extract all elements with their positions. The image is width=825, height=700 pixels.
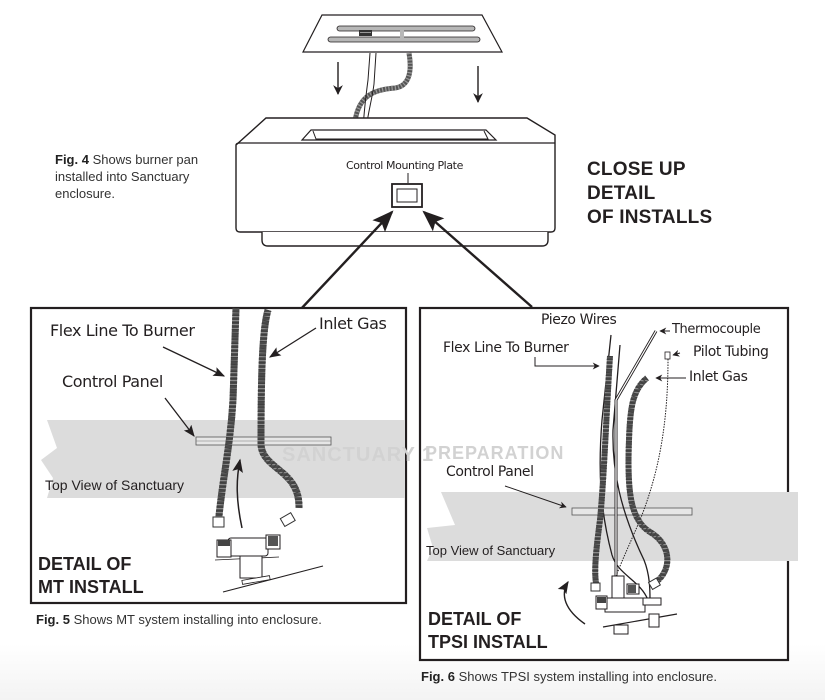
fig5-title-line1: DETAIL OF	[38, 554, 132, 574]
fig6-label-thermocouple: Thermocouple	[672, 322, 761, 337]
fig6-pilot-tubing	[611, 351, 671, 591]
fig5-flex-line-to-burner	[212, 307, 240, 528]
fig6-piezo-wires	[599, 334, 651, 601]
headline-line3: OF INSTALLS	[587, 207, 713, 228]
fig5-label-arrows	[162, 327, 317, 437]
fig6-flex-line-to-burner	[590, 355, 613, 592]
headline-line1: CLOSE UP	[587, 159, 686, 180]
fig6-watermark: PREPARATION	[425, 443, 565, 463]
fig5-caption-number: Fig. 5	[36, 612, 70, 627]
fig6-label-flex-line: Flex Line To Burner	[443, 340, 569, 356]
fig6-inlet-gas-line	[625, 375, 671, 591]
fig4-caption: Fig. 4 Shows burner pan installed into S…	[55, 151, 245, 202]
fig5-label-inlet-gas: Inlet Gas	[319, 314, 387, 333]
fig4-caption-line3: enclosure.	[55, 186, 115, 201]
sanctuary-enclosure	[235, 117, 556, 247]
control-mounting-plate-label: Control Mounting Plate	[346, 159, 463, 172]
fig5-title-line2: MT INSTALL	[38, 577, 144, 597]
fig6-label-arrows	[504, 327, 686, 509]
fig6-top-view-band	[427, 492, 798, 561]
burner-pan-down-arrows	[333, 62, 483, 103]
fig5-label-top-view: Top View of Sanctuary	[45, 477, 185, 493]
fig6-title-line2: TPSI INSTALL	[428, 632, 548, 652]
fig4-caption-number: Fig. 4	[55, 152, 89, 167]
fig6-caption: Fig. 6 Shows TPSI system installing into…	[421, 668, 717, 685]
fig6-rotate-arrow	[557, 580, 586, 625]
fig6-label-top-view: Top View of Sanctuary	[426, 543, 556, 558]
fig6-tpsi-valve	[595, 575, 678, 635]
fig4-caption-line1: Shows burner pan	[92, 152, 199, 167]
fig6-title: DETAIL OF TPSI INSTALL	[428, 608, 548, 654]
fig6-thermocouple	[614, 330, 658, 585]
fig5-label-flex-line: Flex Line To Burner	[50, 321, 195, 340]
close-up-headline: CLOSE UP DETAIL OF INSTALLS	[587, 158, 712, 230]
fig6-label-control-panel: Control Panel	[446, 464, 534, 480]
fig5-rotate-arrow	[232, 458, 243, 529]
fig5-title: DETAIL OF MT INSTALL	[38, 553, 144, 599]
burner-pan	[302, 14, 504, 53]
fig5-label-control-panel: Control Panel	[62, 372, 163, 391]
headline-line2: DETAIL	[587, 183, 656, 204]
fig6-label-piezo-wires: Piezo Wires	[541, 312, 617, 328]
callout-arrows	[299, 210, 533, 311]
fig5-caption: Fig. 5 Shows MT system installing into e…	[36, 611, 322, 628]
fig6-label-pilot-tubing: Pilot Tubing	[693, 344, 769, 360]
fig6-label-inlet-gas: Inlet Gas	[689, 369, 748, 385]
fig6-title-line1: DETAIL OF	[428, 609, 522, 629]
fig5-mt-valve	[214, 534, 324, 593]
fig4-caption-line2: installed into Sanctuary	[55, 169, 190, 184]
control-mounting-plate	[391, 173, 423, 208]
fig6-caption-text: Shows TPSI system installing into enclos…	[458, 669, 718, 684]
fig5-inlet-gas-line	[257, 308, 303, 528]
fig5-caption-text: Shows MT system installing into enclosur…	[73, 612, 322, 627]
fig6-caption-number: Fig. 6	[421, 669, 455, 684]
fig5-watermark: SANCTUARY 1	[282, 444, 435, 466]
